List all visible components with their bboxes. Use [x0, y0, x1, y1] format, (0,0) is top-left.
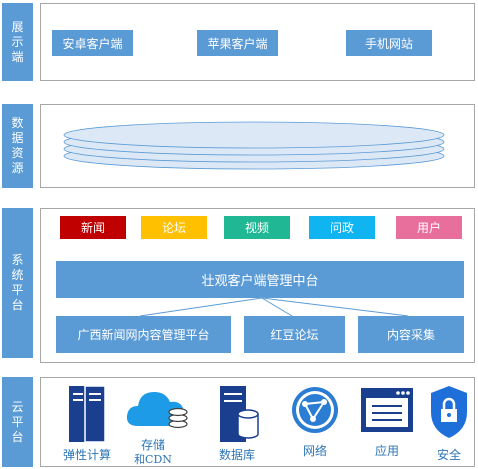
security-icon [431, 386, 467, 438]
compute-label: 弹性计算 [62, 448, 111, 462]
tag-video: 视频 [224, 216, 290, 239]
hongdou-forum-box: 红豆论坛 [244, 316, 345, 353]
security-label: 安全 [436, 448, 461, 462]
application-label: 应用 [374, 444, 399, 458]
mobile-site-box: 手机网站 [346, 30, 432, 56]
database-icon [220, 386, 259, 442]
management-hub-label: 壮观客户端管理中台 [201, 274, 319, 289]
cloud-item-database: 数据库 [206, 380, 268, 464]
cloud-item-compute: 弹性计算 [56, 380, 118, 464]
network-label: 网络 [302, 444, 327, 458]
cloud-item-network: 网络 [284, 380, 346, 464]
tag-user: 用户 [396, 216, 462, 239]
database-label: 数据库 [218, 448, 255, 462]
android-client-box: 安卓客户端 [52, 30, 133, 56]
cloud-item-security: 安全 [422, 380, 476, 464]
gxnews-cms-box: 广西新闻网内容管理平台 [56, 316, 231, 353]
gxnews-cms-label: 广西新闻网内容管理平台 [77, 328, 210, 342]
cloud-layer-label: 云平台 [2, 377, 33, 467]
storage-cdn-sublabel: 和CDN [134, 453, 172, 466]
content-collection-label: 内容采集 [386, 328, 435, 342]
network-icon [292, 387, 338, 433]
ios-client-label: 苹果客户端 [207, 36, 268, 51]
content-collection-box: 内容采集 [358, 316, 464, 353]
management-hub-box: 壮观客户端管理中台 [56, 261, 464, 298]
storage-cdn-icon [126, 392, 188, 429]
display-layer-label: 展示端 [2, 3, 33, 81]
application-icon [361, 388, 413, 432]
data-resource-disk-icon [63, 121, 445, 170]
tag-news: 新闻 [60, 216, 126, 239]
elastic-compute-icon [69, 385, 106, 443]
cloud-item-application: 应用 [356, 380, 418, 464]
ios-client-box: 苹果客户端 [197, 30, 278, 56]
tag-forum: 论坛 [141, 216, 207, 239]
system-layer-label: 系统平台 [2, 208, 33, 358]
hongdou-forum-label: 红豆论坛 [270, 328, 319, 342]
mobile-site-label: 手机网站 [364, 36, 413, 51]
cloud-item-storage: 存储 和CDN [124, 380, 194, 466]
android-client-label: 安卓客户端 [62, 36, 123, 51]
tag-politics: 问政 [309, 216, 375, 239]
storage-label: 存储 [140, 438, 165, 452]
data-layer-label: 数据资源 [2, 104, 33, 188]
